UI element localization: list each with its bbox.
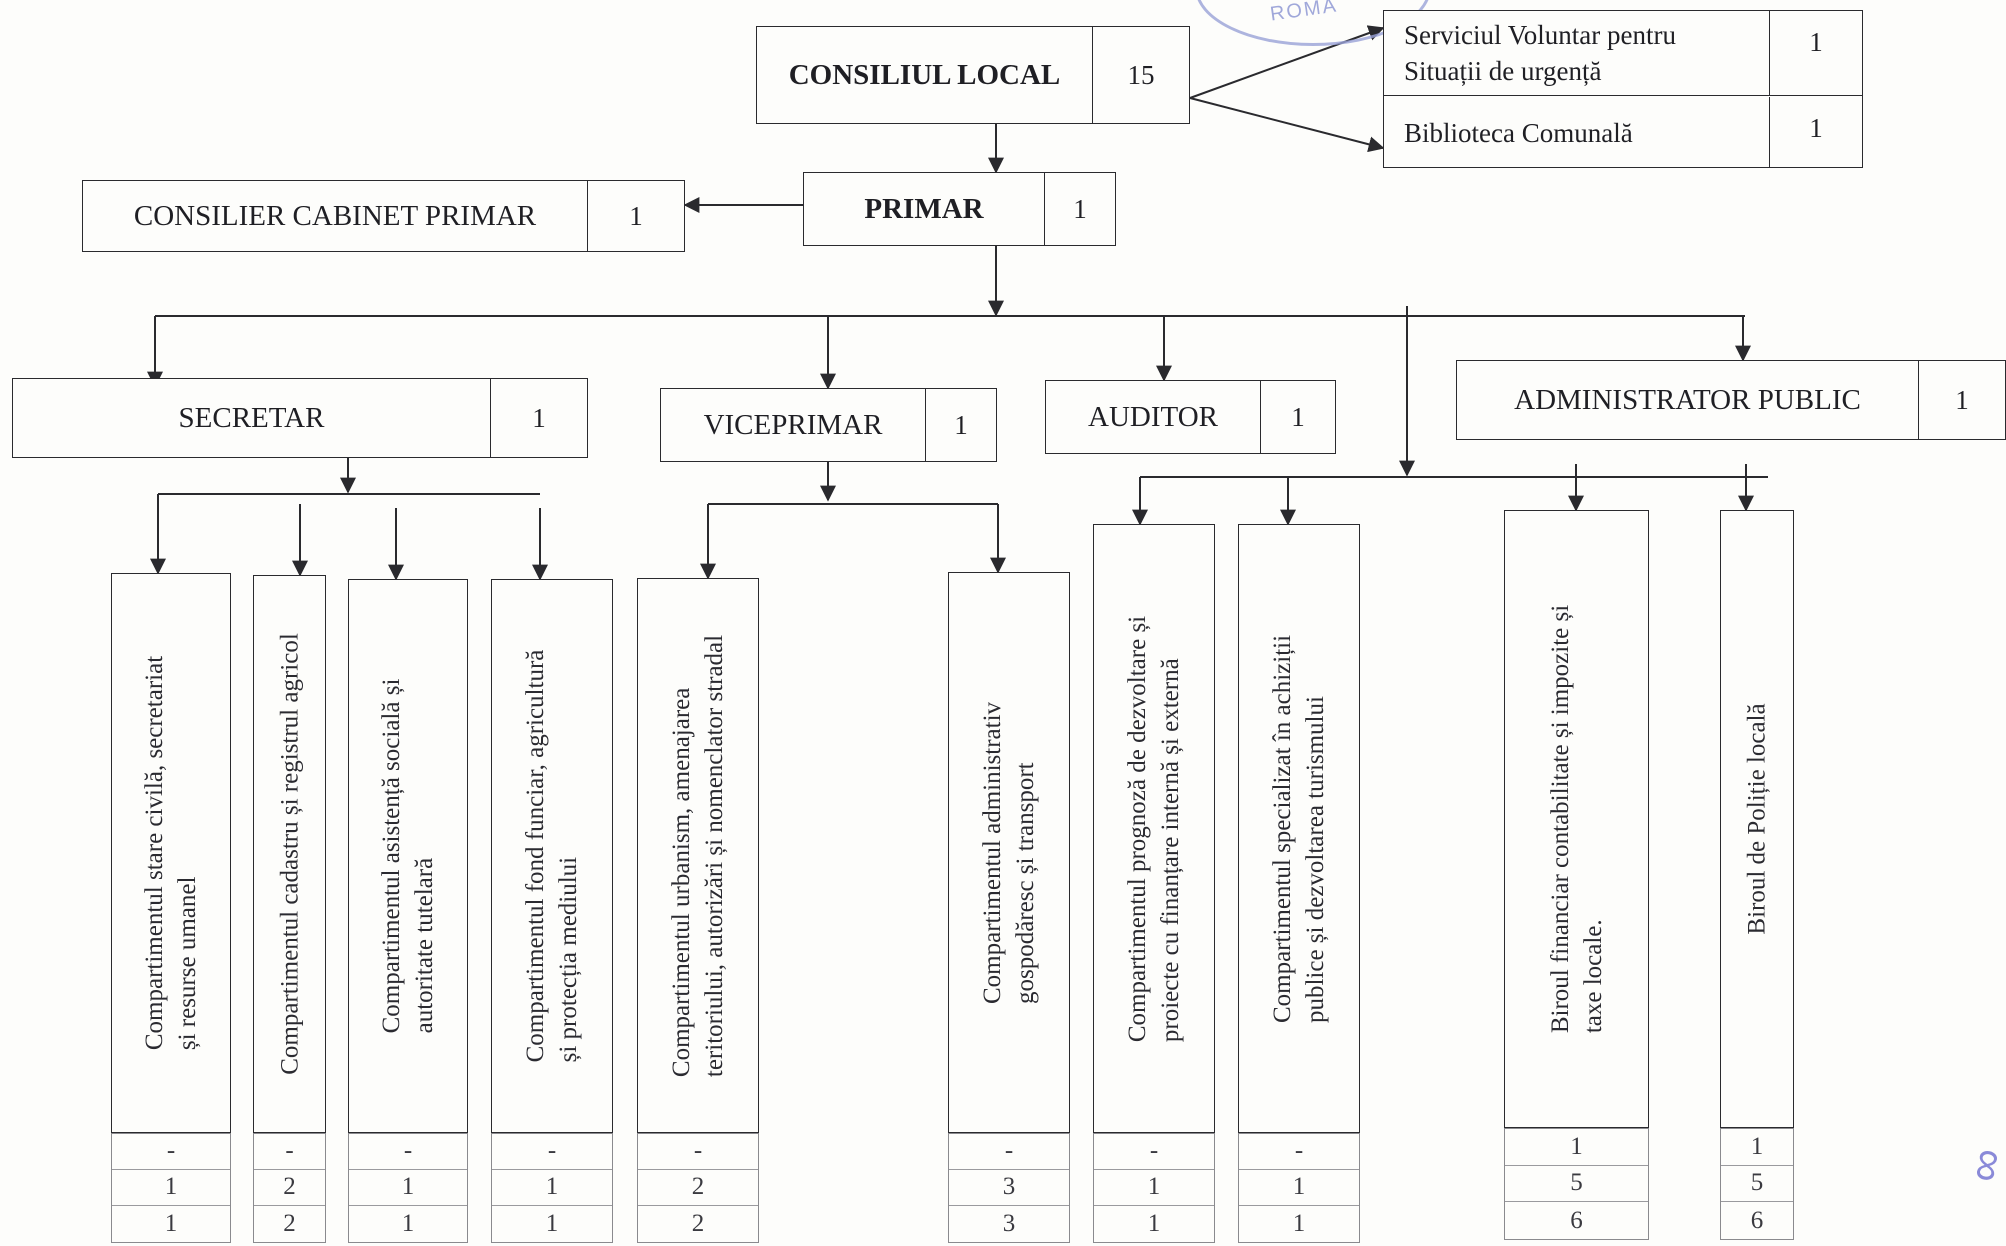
dept-box-civil-status: Compartimentul stare civilă, secretariat… [111,573,231,1133]
count-cell: 1 [401,1209,415,1237]
dept-label: Compartimentul urbanism, amenajarea teri… [668,634,728,1077]
secretary-count: 1 [490,379,587,457]
count-cell: 2 [283,1209,296,1237]
administrator-label: ADMINISTRATOR PUBLIC [1514,383,1861,416]
mayor-box: PRIMAR 1 [803,172,1116,246]
count-cell: 1 [1505,1129,1648,1166]
services-box: Serviciul Voluntar pentru Situații de ur… [1383,10,1863,168]
advisor-count: 1 [587,181,684,251]
dept-box-public-procurement: Compartimentul specializat în achiziții … [1238,524,1360,1133]
dept-box-development-forecast: Compartimentul prognoză de dezvoltare și… [1093,524,1215,1133]
count-cell: - [349,1134,467,1170]
dept-label: Compartimentul administrativ gospodăresc… [979,701,1039,1004]
count-cell: - [1094,1134,1214,1170]
auditor-label: AUDITOR [1088,400,1218,433]
count-cell: - [492,1134,612,1170]
dept-label: Compartimentul fond funciar, agricultură… [522,649,582,1063]
mayor-label: PRIMAR [864,192,984,225]
deputy-mayor-box: VICEPRIMAR 1 [660,388,997,462]
dept-box-urbanism: Compartimentul urbanism, amenajarea teri… [637,578,759,1133]
count-cell: 1 [112,1170,230,1206]
count-cell: 3 [949,1170,1069,1206]
dept-label: Compartimentul specializat în achiziții … [1269,634,1329,1023]
count-cell: 6 [1570,1206,1583,1234]
count-cell: 5 [1721,1166,1793,1203]
mayor-count: 1 [1044,173,1115,245]
count-cell: 1 [349,1170,467,1206]
count-cell: 1 [1147,1209,1161,1237]
count-cell: 1 [164,1209,178,1237]
count-cell: 3 [1002,1209,1016,1237]
count-cell: 2 [691,1209,705,1237]
dept-box-finance-office: Biroul financiar contabilitate și impozi… [1504,510,1649,1128]
deputy-mayor-label: VICEPRIMAR [703,408,883,441]
emergency-service-label: Serviciul Voluntar pentru Situații de ur… [1404,20,1676,86]
secretary-label: SECRETAR [178,401,325,434]
council-count: 15 [1092,27,1189,123]
dept-box-social-assistance: Compartimentul asistență socială și auto… [348,579,468,1133]
library-count: 1 [1769,97,1862,167]
dept-label: Compartimentul stare civilă, secretariat… [141,655,201,1051]
dept-box-cadastre: Compartimentul cadastru și registrul agr… [253,575,326,1133]
dept-label: Biroul de Poliție locală [1743,703,1771,935]
dept-label: Compartimentul asistență socială și auto… [378,678,438,1034]
secretary-box: SECRETAR 1 [12,378,588,458]
dept-box-land-fund: Compartimentul fond funciar, agricultură… [491,579,613,1133]
advisor-label: CONSILIER CABINET PRIMAR [133,199,537,232]
count-cell: 2 [254,1170,325,1206]
library-label: Biblioteca Comunală [1404,118,1633,148]
council-label: CONSILIUL LOCAL [788,58,1061,91]
dept-label: Compartimentul cadastru și registrul agr… [276,633,303,1075]
count-cell: 6 [1750,1206,1764,1234]
count-cell: 1 [545,1209,559,1237]
dept-label: Biroul financiar contabilitate și impozi… [1546,604,1607,1034]
auditor-box: AUDITOR 1 [1045,380,1336,454]
count-cell: 1 [1292,1209,1306,1237]
count-cell: 2 [638,1170,758,1206]
council-box: CONSILIUL LOCAL 15 [756,26,1190,124]
emergency-service-count: 1 [1769,11,1862,95]
count-cell: 1 [492,1170,612,1206]
advisor-box: CONSILIER CABINET PRIMAR 1 [82,180,685,252]
administrator-box: ADMINISTRATOR PUBLIC 1 [1456,360,2006,440]
count-cell: 5 [1505,1166,1648,1203]
dept-label: Compartimentul prognoză de dezvoltare și… [1124,615,1184,1042]
count-cell: 1 [1239,1170,1359,1206]
count-cell: - [254,1134,325,1170]
count-cell: - [112,1134,230,1170]
administrator-count: 1 [1918,361,2005,439]
dept-box-local-police: Biroul de Poliție locală [1720,510,1794,1128]
count-cell: 1 [1094,1170,1214,1206]
count-cell: - [1239,1134,1359,1170]
dept-box-administrative: Compartimentul administrativ gospodăresc… [948,572,1070,1133]
count-cell: - [949,1134,1069,1170]
count-cell: 1 [1721,1129,1793,1166]
auditor-count: 1 [1260,381,1335,453]
count-cell: - [638,1134,758,1170]
deputy-mayor-count: 1 [925,389,996,461]
